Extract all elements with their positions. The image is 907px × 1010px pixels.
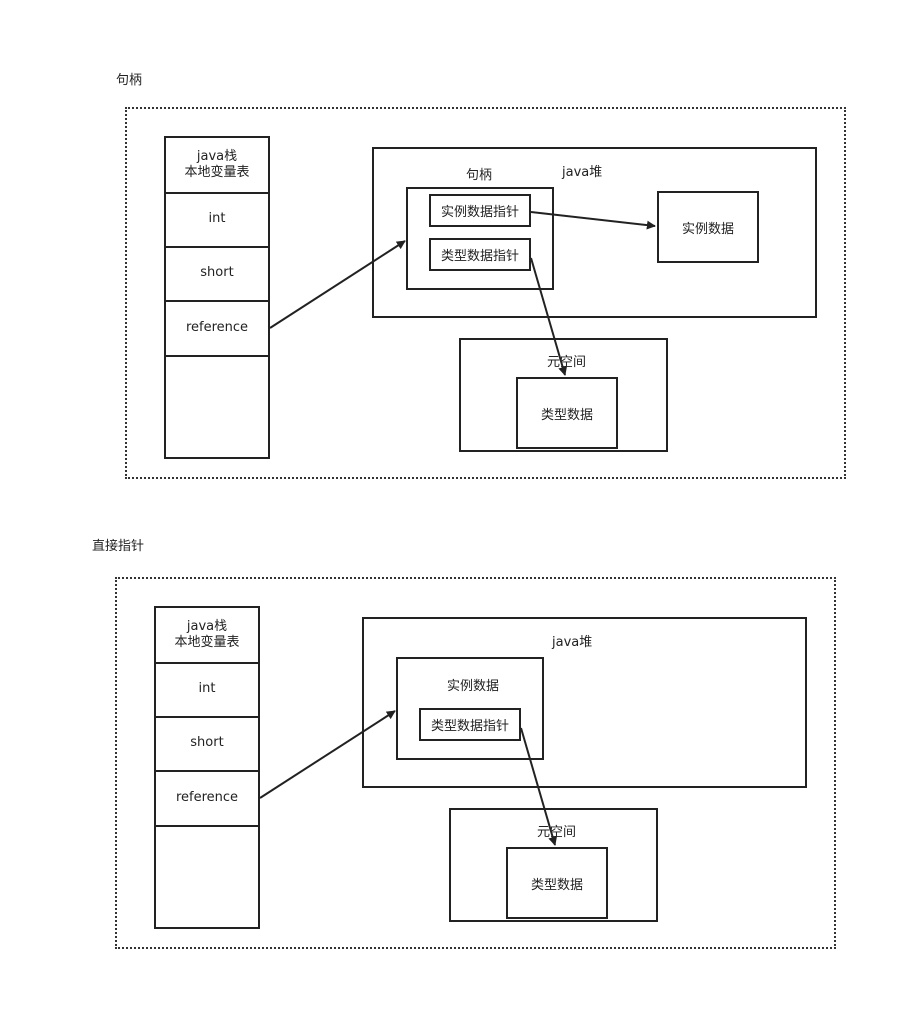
instance-data-pointer-label: 实例数据指针 — [440, 205, 519, 220]
stack-header-line2: 本地变量表 — [174, 635, 240, 650]
stack-header-line1: java栈 — [196, 149, 238, 164]
type-data-label: 类型数据 — [540, 407, 593, 423]
direct-pointer-diagram-frame — [115, 577, 836, 949]
direct-pointer-diagram-title: 直接指针 — [92, 539, 145, 554]
instance-data-label: 实例数据 — [681, 221, 734, 237]
java-heap: java堆 — [372, 147, 817, 318]
stack-header-line1: java栈 — [186, 619, 228, 634]
stack-cell-label: int — [208, 211, 226, 226]
stack-cell-short: short — [156, 716, 258, 772]
stack-header: java栈 本地变量表 — [156, 608, 258, 664]
stack-cell-reference: reference — [156, 771, 258, 827]
stack-cell-label: reference — [175, 790, 239, 805]
type-data: 类型数据 — [516, 377, 618, 449]
stack-header-line2: 本地变量表 — [184, 165, 250, 180]
type-data-pointer-label: 类型数据指针 — [440, 249, 519, 264]
type-data: 类型数据 — [506, 847, 608, 919]
stack-cell-label: short — [190, 735, 224, 750]
java-heap-label: java堆 — [562, 165, 603, 180]
metaspace-label: 元空间 — [547, 355, 587, 370]
stack-cell-short: short — [166, 246, 268, 302]
stack-cell-label: reference — [185, 320, 249, 335]
java-heap-label: java堆 — [552, 635, 593, 650]
type-data-pointer-label: 类型数据指针 — [430, 719, 509, 734]
stack-cell-int: int — [166, 192, 268, 248]
stack-cell-label: short — [200, 265, 234, 280]
instance-data: 实例数据 — [657, 191, 759, 263]
instance-data: 实例数据 — [396, 657, 544, 760]
handle-diagram-frame — [125, 107, 846, 479]
handle-pool — [406, 187, 554, 290]
type-data-label: 类型数据 — [530, 877, 583, 893]
stack-cell-label: int — [198, 681, 216, 696]
java-stack: java栈 本地变量表 int short reference — [154, 606, 260, 929]
instance-data-pointer: 实例数据指针 — [429, 194, 531, 227]
type-data-pointer: 类型数据指针 — [419, 708, 521, 741]
java-heap: java堆 — [362, 617, 807, 788]
type-data-pointer: 类型数据指针 — [429, 238, 531, 271]
handle-pool-label: 句柄 — [466, 168, 493, 183]
stack-cell-reference: reference — [166, 301, 268, 357]
handle-diagram-title: 句柄 — [116, 73, 143, 88]
java-stack: java栈 本地变量表 int short reference — [164, 136, 270, 459]
instance-data-label: 实例数据 — [447, 679, 500, 694]
stack-header: java栈 本地变量表 — [166, 138, 268, 194]
stack-cell-int: int — [156, 662, 258, 718]
metaspace-label: 元空间 — [537, 825, 577, 840]
